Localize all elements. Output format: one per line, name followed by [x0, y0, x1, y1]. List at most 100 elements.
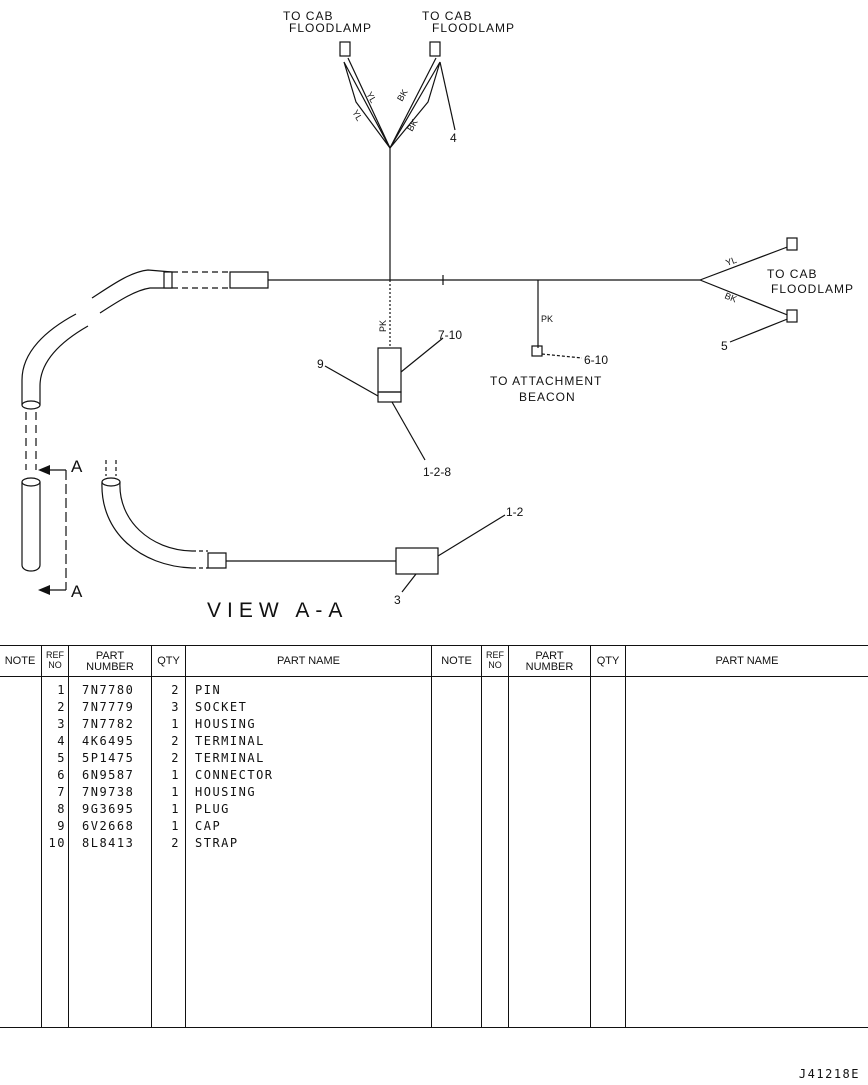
cell-qty: 2 — [171, 683, 180, 697]
callout-1-2: 1-2 — [506, 505, 524, 519]
harness-sleeve — [163, 271, 173, 289]
document-id: J41218E — [798, 1067, 860, 1081]
wire-tag-bk-2: BK — [405, 118, 420, 133]
table-row: 4 4K6495 2 TERMINAL — [0, 734, 868, 751]
header-number: NUMBER — [86, 661, 134, 673]
cell-part-number: 7N7779 — [82, 700, 135, 714]
cell-part-number: 4K6495 — [82, 734, 135, 748]
view-title: VIEW A-A — [207, 599, 348, 622]
arrowhead-top — [38, 465, 50, 475]
callout-5: 5 — [721, 339, 728, 353]
floodlamp-connector-right-bottom-icon — [786, 309, 798, 323]
col-sep — [481, 645, 482, 1027]
section-label-a-top: A — [71, 457, 83, 476]
header-no: NO — [48, 660, 62, 670]
wire-tag-bk-right: BK — [723, 291, 738, 305]
callout-9: 9 — [317, 357, 324, 371]
wire-tag-yl-right: YL — [724, 255, 738, 268]
wire-tag-bk-1: BK — [395, 88, 410, 103]
header-ref-2: REF — [486, 650, 504, 660]
leader-1-2 — [437, 514, 506, 557]
wire-yl-2 — [343, 61, 391, 149]
cell-qty: 1 — [171, 802, 180, 816]
callout-6-10: 6-10 — [584, 353, 608, 367]
cell-part-name: TERMINAL — [195, 734, 265, 748]
cell-ref: 1 — [57, 683, 66, 697]
label-floodlamp-left-1: TO CAB — [283, 9, 333, 23]
label-beacon-1: TO ATTACHMENT — [490, 374, 602, 388]
floodlamp-connector-left-icon — [339, 41, 351, 57]
cell-part-number: 6V2668 — [82, 819, 135, 833]
cell-ref: 5 — [57, 751, 66, 765]
cell-qty: 1 — [171, 819, 180, 833]
header-part: PART — [95, 650, 125, 662]
cell-qty: 1 — [171, 768, 180, 782]
label-floodlamp-mid-2: FLOODLAMP — [432, 21, 515, 35]
floodlamp-connector-right-top-icon — [786, 237, 798, 251]
col-sep — [151, 645, 152, 1027]
leader-1-2-8 — [391, 401, 426, 461]
header-qty-2: QTY — [596, 655, 620, 667]
connector-plug — [377, 391, 402, 403]
leader-4 — [439, 61, 456, 131]
wire-tag-pk-beacon: PK — [541, 314, 553, 324]
wire-tag-yl-2: YL — [350, 108, 364, 123]
leader-6-10 — [541, 353, 583, 359]
cell-qty: 3 — [171, 700, 180, 714]
col-sep — [508, 645, 509, 1027]
cell-ref: 10 — [48, 836, 66, 850]
view-aa-dashes — [105, 460, 117, 476]
label-floodlamp-right-2: FLOODLAMP — [771, 282, 854, 296]
cell-ref: 8 — [57, 802, 66, 816]
beacon-connector — [531, 345, 543, 357]
label-beacon-2: BEACON — [519, 390, 576, 404]
col-sep — [68, 645, 69, 1027]
table-row: 10 8L8413 2 STRAP — [0, 836, 868, 853]
view-aa-conduit-gap — [192, 550, 208, 569]
col-sep — [431, 645, 432, 1027]
col-sep — [185, 645, 186, 1027]
floodlamp-connector-mid-icon — [429, 41, 441, 57]
table-bottom-rule — [0, 1027, 868, 1028]
view-aa-conduit-end — [101, 477, 121, 487]
callout-1-2-8: 1-2-8 — [423, 465, 451, 479]
wire-yl-right — [699, 245, 791, 281]
cell-part-name: CONNECTOR — [195, 768, 274, 782]
label-floodlamp-left-2: FLOODLAMP — [289, 21, 372, 35]
callout-3: 3 — [394, 593, 401, 607]
parts-table: NOTE REF NO PART NUMBER QTY PART NAME NO… — [0, 645, 868, 1029]
table-row: 5 5P1475 2 TERMINAL — [0, 751, 868, 768]
header-ref: REF — [46, 650, 64, 660]
cell-ref: 6 — [57, 768, 66, 782]
wiring-harness-diagram: TO CAB FLOODLAMP TO CAB FLOODLAMP TO CAB… — [21, 9, 854, 622]
cell-part-number: 7N9738 — [82, 785, 135, 799]
leader-9 — [324, 365, 379, 397]
cell-part-name: STRAP — [195, 836, 239, 850]
cell-qty: 2 — [171, 836, 180, 850]
wire-bk-2 — [389, 61, 441, 149]
cell-part-name: HOUSING — [195, 717, 257, 731]
conduit-bend-lower — [21, 313, 89, 405]
wire-yl-1 — [347, 57, 391, 149]
view-aa-sleeve — [207, 552, 227, 569]
conduit-lower-tube — [21, 482, 41, 572]
cell-part-name: HOUSING — [195, 785, 257, 799]
col-sep — [41, 645, 42, 1027]
label-floodlamp-mid-1: TO CAB — [422, 9, 472, 23]
conduit-end — [21, 400, 41, 410]
table-row: 2 7N7779 3 SOCKET — [0, 700, 868, 717]
cell-ref: 9 — [57, 819, 66, 833]
wire-tag-yl-1: YL — [364, 90, 378, 105]
conduit-horizontal-section — [229, 271, 269, 289]
cell-part-name: CAP — [195, 819, 222, 833]
cell-qty: 1 — [171, 717, 180, 731]
cell-part-number: 6N9587 — [82, 768, 135, 782]
conduit-dashed-gap — [172, 271, 230, 289]
table-row: 8 9G3695 1 PLUG — [0, 802, 868, 819]
cell-part-name: PIN — [195, 683, 222, 697]
header-note: NOTE — [4, 655, 36, 667]
leader-3 — [401, 573, 417, 593]
cell-part-number: 9G3695 — [82, 802, 135, 816]
cell-ref: 2 — [57, 700, 66, 714]
view-aa-connector — [395, 547, 439, 575]
